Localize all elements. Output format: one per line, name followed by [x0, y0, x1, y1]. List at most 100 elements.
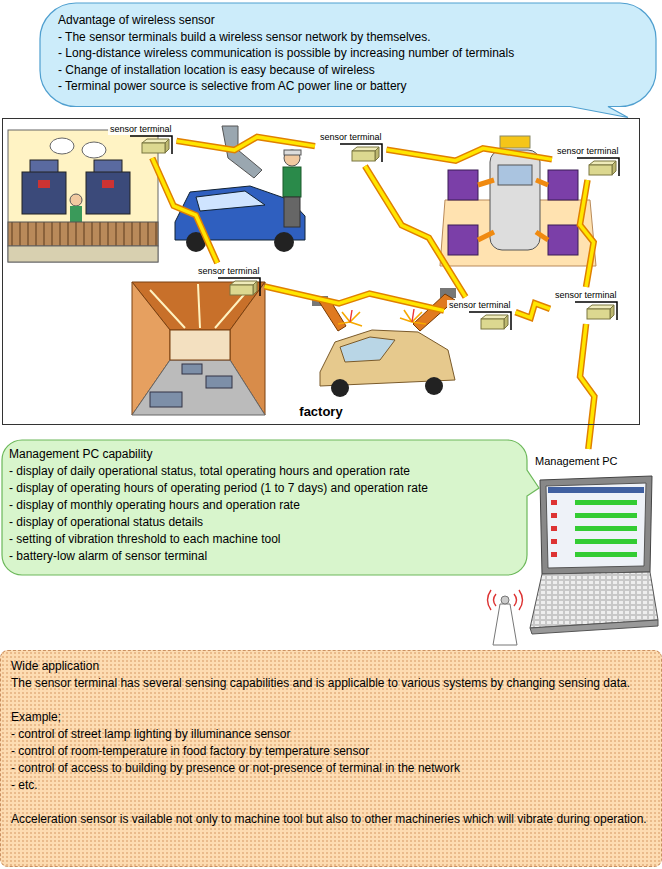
- callout-outline: [2, 440, 539, 575]
- wide-application-box: Wide applicationThe sensor terminal has …: [0, 650, 662, 867]
- terminal-label: sensor terminal: [555, 146, 621, 157]
- laptop-picture-part: [575, 513, 637, 518]
- assembly-hall-picture-part: [206, 376, 232, 388]
- welding-picture-part: [340, 337, 395, 362]
- pc-capability-callout: Management PC capability- display of dai…: [2, 440, 527, 575]
- node-line: - battery-low alarm of sensor terminal: [9, 548, 499, 565]
- lightning-link: [387, 148, 552, 160]
- laptop-picture-part: [575, 552, 637, 557]
- node-heading: Management PC: [535, 455, 660, 468]
- terminal-box: [467, 311, 513, 331]
- terminal-box: [575, 157, 621, 177]
- terminal-box-side: [253, 281, 257, 295]
- press-shop-picture-part: [8, 222, 158, 246]
- laptop-picture-part: [551, 552, 557, 557]
- laptop-picture-part: [530, 572, 658, 628]
- antenna-picture-part: [488, 590, 523, 610]
- terminal-box-front: [142, 143, 165, 153]
- car-assembly-picture-part: [284, 150, 301, 155]
- terminal-box-side: [610, 305, 614, 319]
- laptop-picture-part: [548, 487, 644, 493]
- terminal-box-front: [589, 165, 612, 175]
- assembly-hall-picture-part: [150, 392, 182, 407]
- press-shop-picture-part: [82, 142, 106, 158]
- lightning-link: [516, 303, 550, 317]
- robot-line-picture-part: [448, 225, 478, 255]
- assembly-hall-picture-part: [182, 364, 202, 374]
- sensor-terminal: sensor terminal: [108, 124, 174, 155]
- terminal-box-front: [230, 285, 253, 295]
- lightning-outline: [580, 180, 594, 287]
- lightning-outline: [177, 137, 315, 150]
- node-line: The sensor terminal has several sensing …: [11, 675, 651, 692]
- press-shop-picture-part: [8, 130, 158, 262]
- node-line: - control of room-temperature in food fa…: [11, 743, 651, 760]
- antenna-picture: [488, 590, 523, 645]
- sensor-terminal: sensor terminal: [318, 132, 384, 163]
- terminal-box: [216, 277, 262, 297]
- antenna-picture-part: [493, 604, 517, 645]
- terminal-label: sensor terminal: [108, 124, 174, 135]
- lightning-link: [152, 158, 217, 263]
- node-line: - display of daily operational status, t…: [9, 463, 499, 480]
- node-line: - Terminal power source is selective fro…: [58, 78, 634, 95]
- node-line: - The sensor terminals build a wireless …: [58, 29, 634, 46]
- terminal-leader: [577, 158, 619, 176]
- laptop-picture-part: [530, 620, 658, 634]
- car-assembly-picture-part: [284, 150, 300, 166]
- robot-line-picture-part: [548, 225, 578, 255]
- node-line: - Change of installation location is eas…: [58, 62, 634, 79]
- terminal-leader: [218, 278, 260, 296]
- press-shop-picture-part: [86, 172, 130, 214]
- lightning-link: [365, 166, 466, 297]
- robot-line-picture-part: [548, 170, 578, 200]
- laptop-picture-part: [575, 539, 637, 544]
- terminal-box-side: [165, 139, 169, 153]
- sensor-terminal: sensor terminal: [555, 146, 621, 177]
- sensor-terminal: sensor terminal: [196, 266, 262, 297]
- laptop-picture-part: [540, 476, 652, 574]
- lightning-outline: [580, 324, 594, 449]
- node-heading: Management PC capability: [9, 446, 499, 463]
- terminal-box-front: [352, 151, 375, 161]
- lightning-core: [152, 158, 217, 263]
- car-assembly-picture-part: [274, 232, 294, 252]
- terminal-box-front: [587, 309, 610, 319]
- car-assembly-picture-part: [196, 191, 265, 211]
- lightning-outline: [265, 286, 444, 310]
- car-assembly-picture-part: [283, 167, 301, 197]
- press-shop-picture-part: [102, 180, 114, 188]
- node-line: - control of access to building by prese…: [11, 760, 651, 777]
- antenna-picture-part: [501, 596, 509, 604]
- press-shop-picture-part: [50, 138, 74, 154]
- robot-line-picture-part: [478, 180, 548, 240]
- press-shop-picture-part: [70, 194, 82, 206]
- node-line: - display of monthly operating hours and…: [9, 497, 499, 514]
- terminal-leader: [340, 144, 382, 162]
- press-shop-picture: [8, 130, 158, 262]
- sensor-terminal: sensor terminal: [553, 290, 619, 321]
- lightning-link: [580, 180, 594, 287]
- lightning-core: [580, 180, 594, 287]
- terminal-box-side: [375, 147, 379, 161]
- laptop-picture-part: [546, 483, 646, 568]
- terminal-box: [573, 301, 619, 321]
- terminal-leader: [575, 302, 617, 320]
- press-shop-picture-part: [22, 172, 66, 214]
- press-shop-picture-part: [70, 206, 82, 222]
- lightning-outline: [152, 158, 217, 263]
- terminal-label: sensor terminal: [318, 132, 384, 143]
- terminal-label: sensor terminal: [196, 266, 262, 277]
- terminal-box-side: [504, 315, 508, 329]
- lightning-outline: [365, 166, 466, 297]
- node-line: - Long-distance wireless communication i…: [58, 45, 634, 62]
- lightning-core: [516, 303, 550, 317]
- factory-frame: factorysensor terminalsensor terminalsen…: [2, 118, 640, 425]
- robot-line-picture-part: [448, 170, 478, 200]
- laptop-picture-part: [575, 526, 637, 531]
- robot-line-picture-part: [490, 150, 540, 250]
- press-shop-picture-part: [38, 180, 50, 188]
- node-heading: Advantage of wireless sensor: [58, 12, 634, 29]
- node-line: - etc.: [11, 777, 651, 794]
